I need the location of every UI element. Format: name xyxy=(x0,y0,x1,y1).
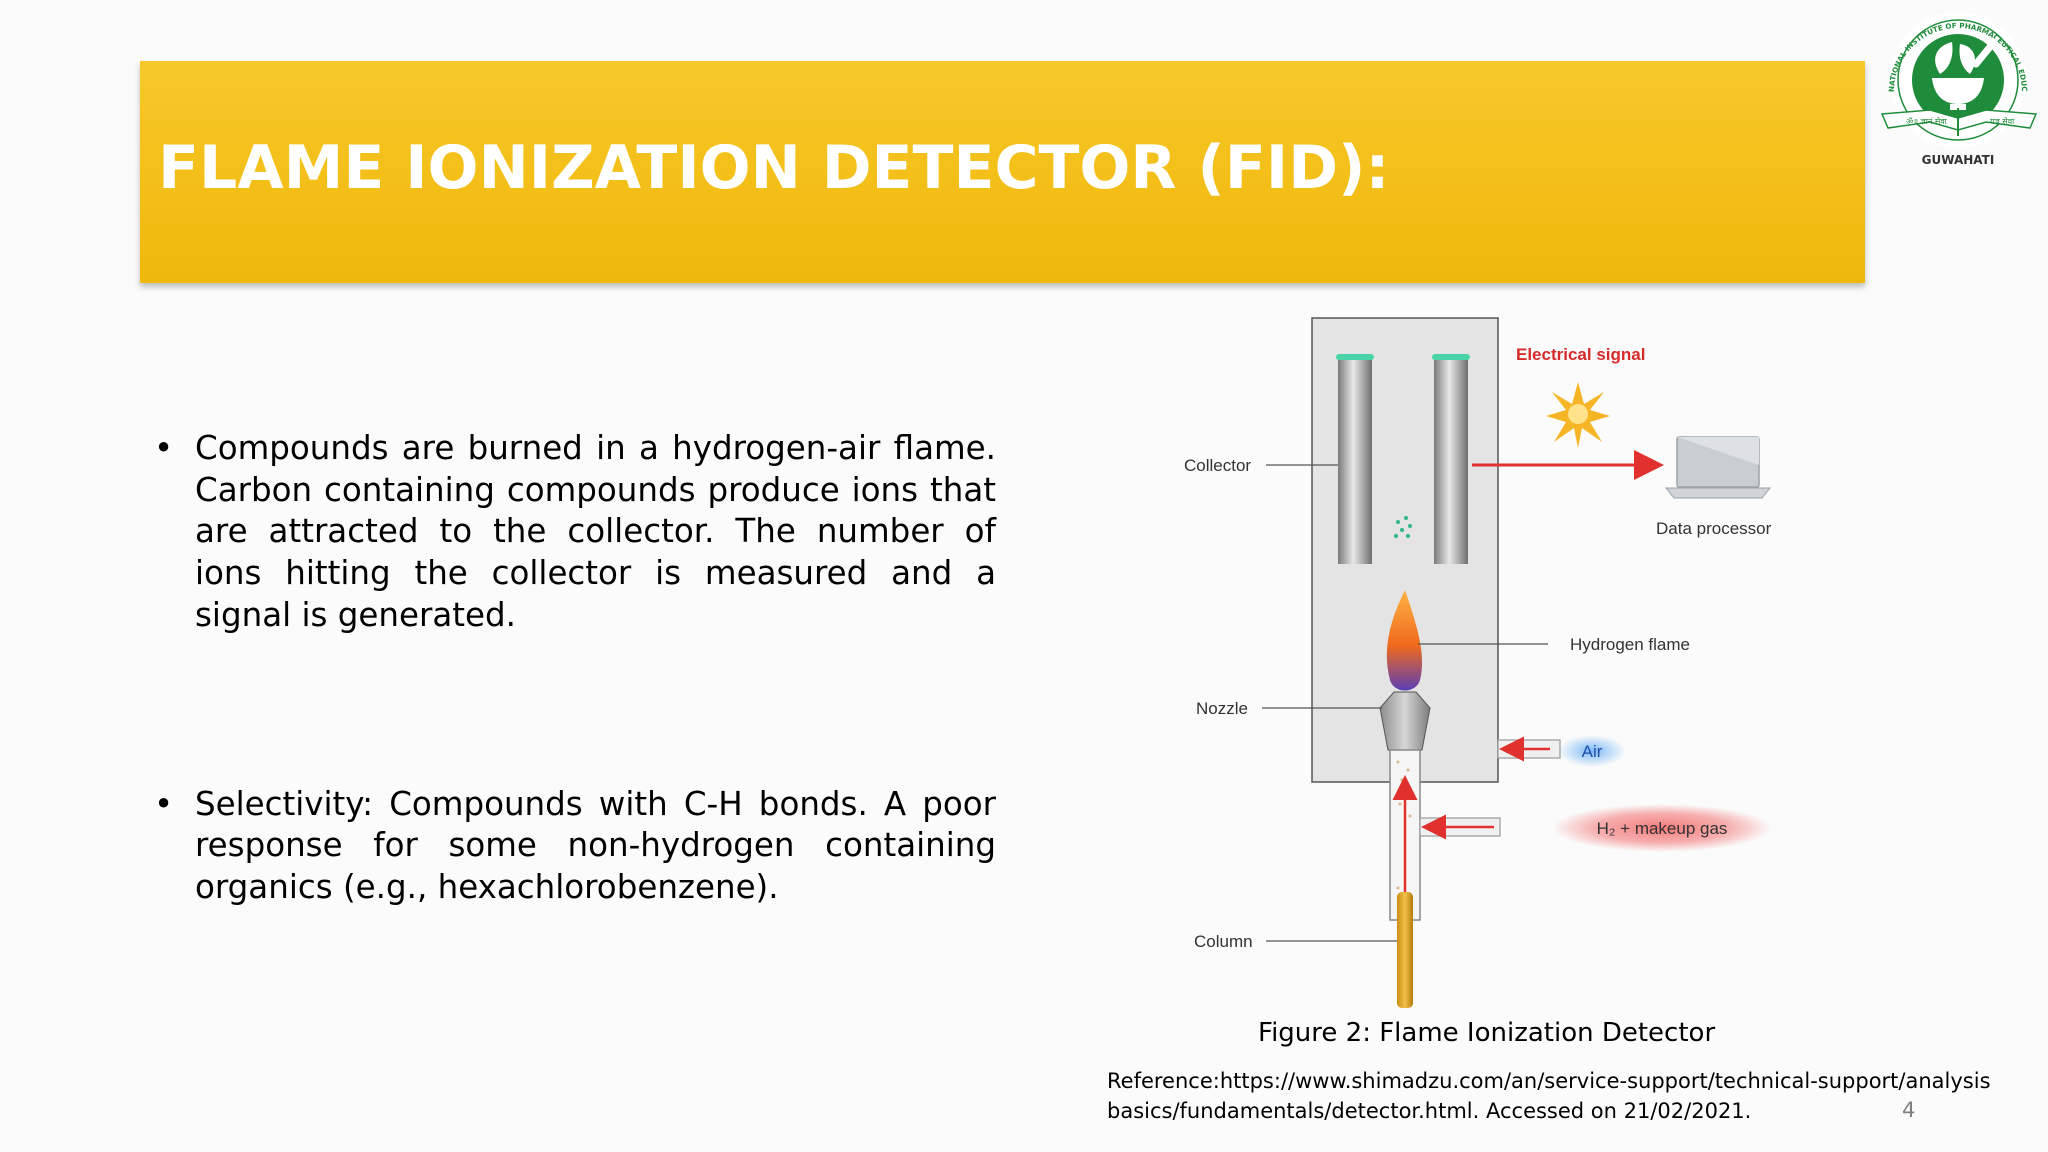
logo-left-motto: ॐ॥ ज्ञानं सेवा xyxy=(1906,116,1948,126)
figure-caption: Figure 2: Flame Ionization Detector xyxy=(1258,1018,1716,1048)
label-electrical-signal: Electrical signal xyxy=(1516,345,1645,364)
ion-dots xyxy=(1394,516,1412,538)
label-data-processor: Data processor xyxy=(1656,519,1772,538)
label-collector: Collector xyxy=(1184,456,1251,475)
title-banner: FLAME IONIZATION DETECTOR (FID): xyxy=(140,61,1865,283)
bullet-list: Compounds are burned in a hydrogen-air f… xyxy=(150,428,996,909)
reference-line-1: Reference:https://www.shimadzu.com/an/se… xyxy=(1107,1069,1991,1093)
column xyxy=(1397,892,1413,1008)
logo-city: GUWAHATI xyxy=(1922,153,1995,167)
spark-icon xyxy=(1546,382,1610,448)
hydrogen-flame xyxy=(1386,590,1423,691)
label-column: Column xyxy=(1194,932,1253,951)
label-hydrogen-flame: Hydrogen flame xyxy=(1570,635,1690,654)
label-h2-makeup: H₂ + makeup gas xyxy=(1597,819,1728,838)
logo-right-motto: यज्ञ सेवा xyxy=(1990,116,2015,126)
reference-text: Reference:https://www.shimadzu.com/an/se… xyxy=(1107,1066,2007,1126)
institute-logo: NATIONAL INSTITUTE OF PHARMACEUTICAL EDU… xyxy=(1870,4,2038,167)
nozzle xyxy=(1379,691,1431,751)
reference-line-2: basics/fundamentals/detector.html. Acces… xyxy=(1107,1099,1752,1123)
fid-diagram: Air H₂ + makeup gas Electrical signal Da… xyxy=(1184,317,1772,1008)
collector-electrode-right xyxy=(1434,358,1468,564)
collector-electrode-left xyxy=(1338,358,1372,564)
slide-title: FLAME IONIZATION DETECTOR (FID): xyxy=(158,133,1390,203)
label-nozzle: Nozzle xyxy=(1196,699,1248,718)
page-number: 4 xyxy=(1902,1098,1916,1122)
laptop-icon xyxy=(1664,436,1772,499)
bullet-combustion: Compounds are burned in a hydrogen-air f… xyxy=(150,428,996,637)
bullet-selectivity: Selectivity: Compounds with C-H bonds. A… xyxy=(150,784,996,909)
label-air: Air xyxy=(1582,742,1603,761)
